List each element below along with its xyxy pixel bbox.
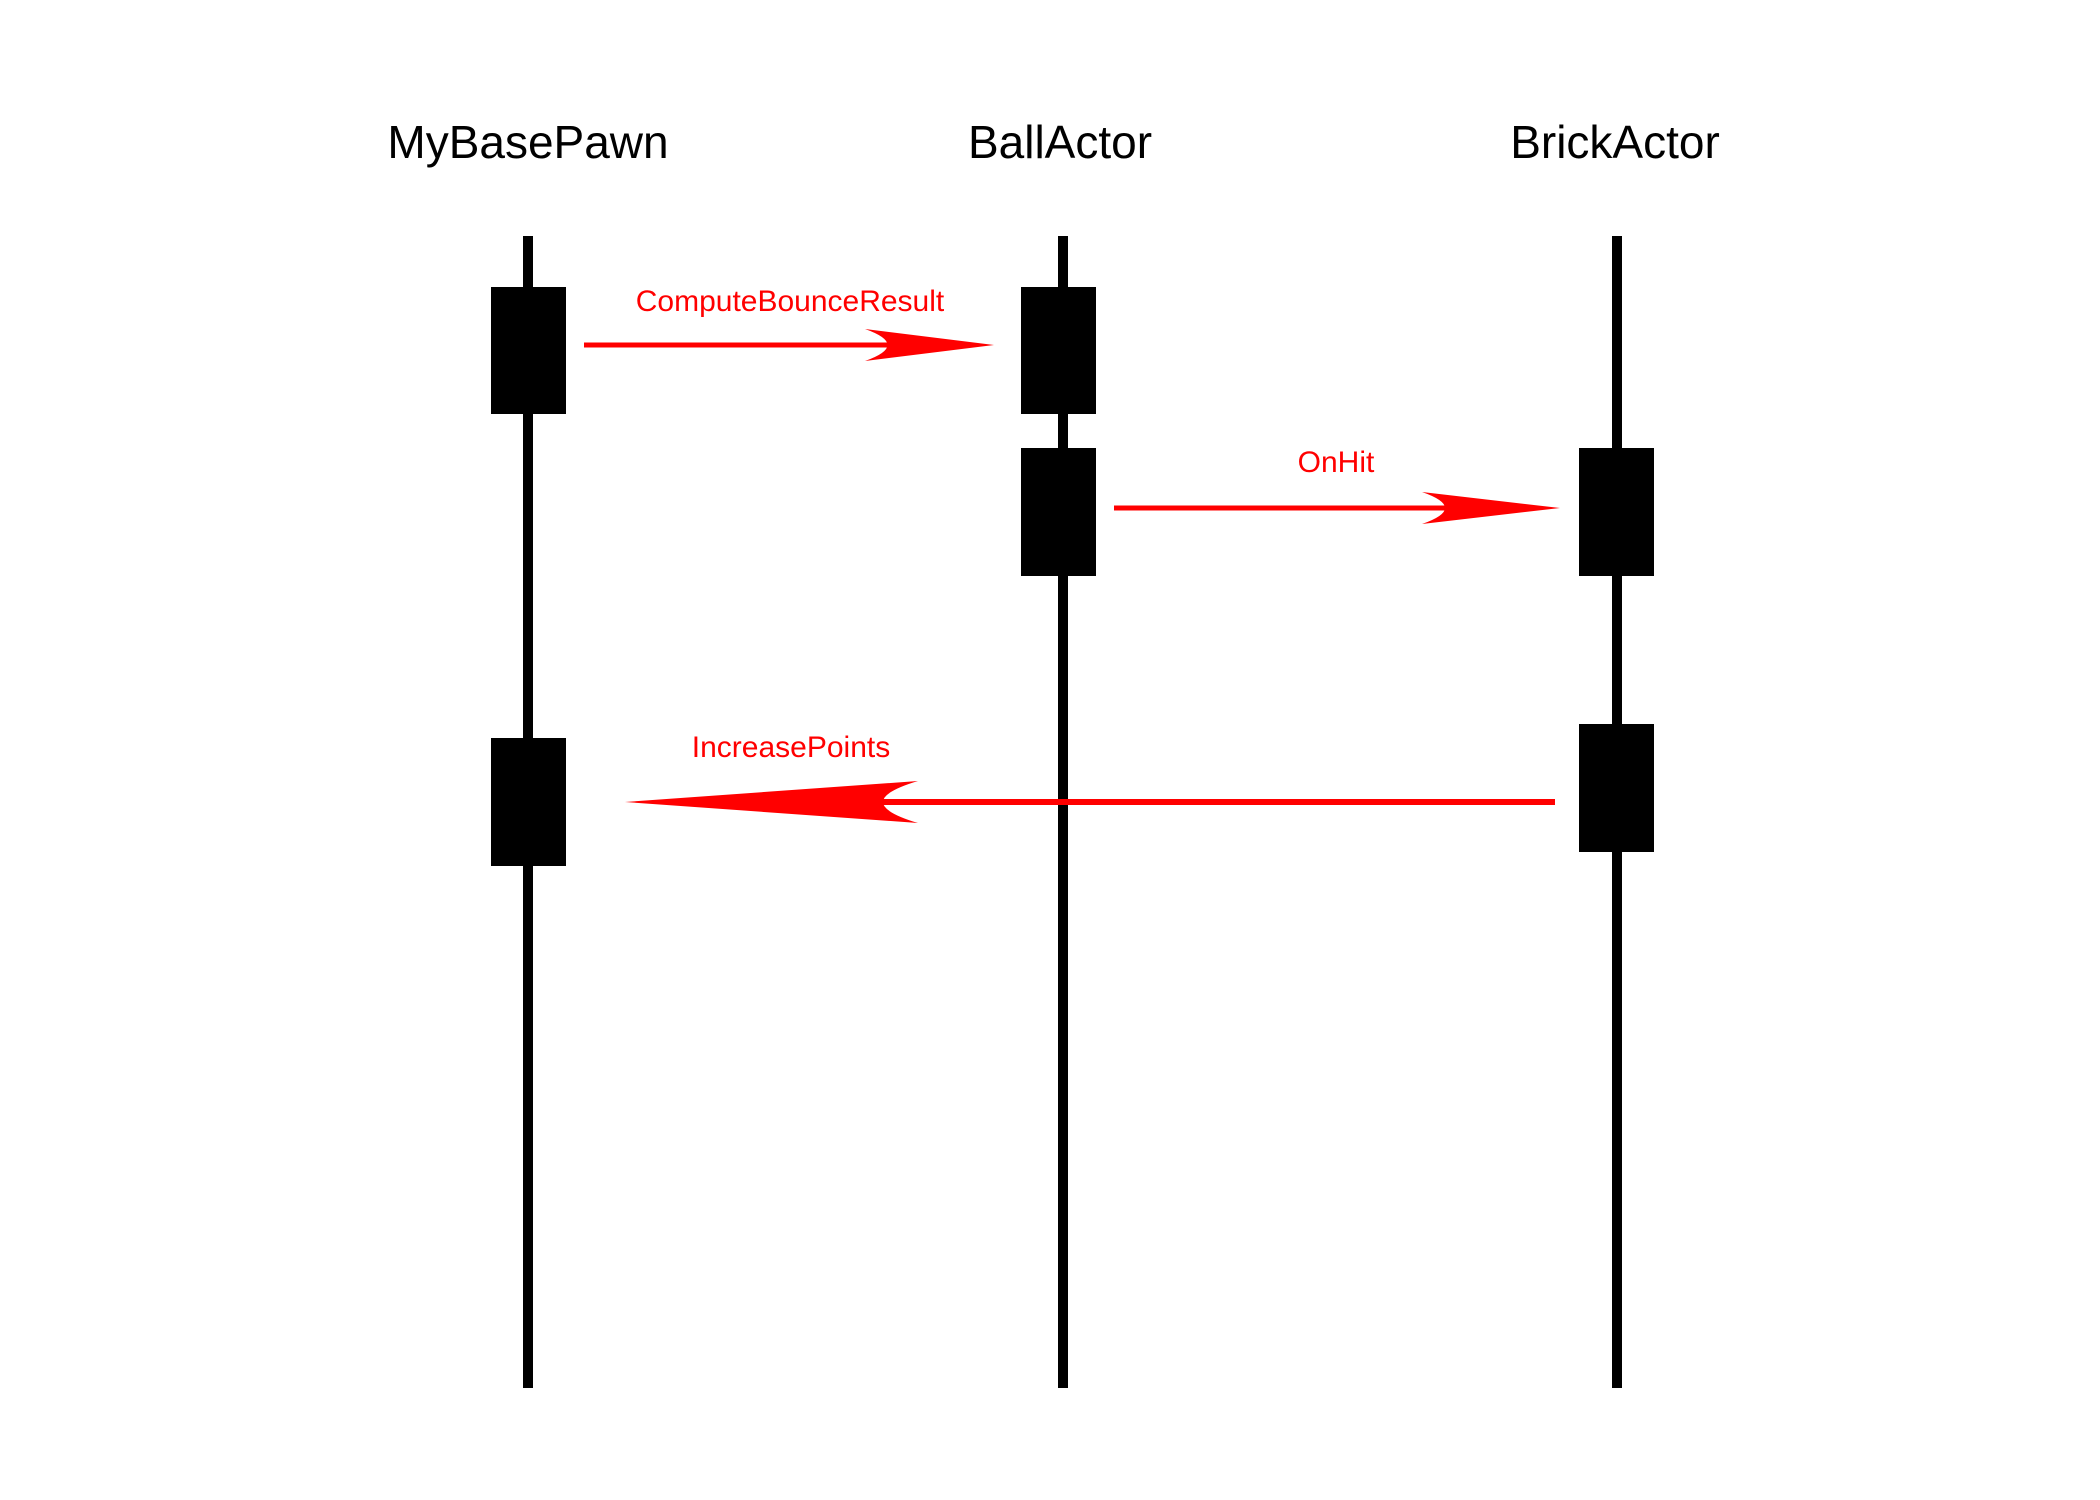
message-label-onhit: OnHit [1298,446,1375,479]
activation-ballactor-2 [1021,448,1096,576]
activation-mybasepawn-2 [491,738,566,866]
activation-brickactor-1 [1579,448,1654,576]
arrowhead-increasepoints [625,781,918,823]
actor-label-ballactor: BallActor [968,116,1152,168]
actor-label-mybasepawn: MyBasePawn [387,116,668,168]
message-label-computebounceresult: ComputeBounceResult [636,285,945,318]
message-label-increasepoints: IncreasePoints [692,731,890,764]
activation-brickactor-2 [1579,724,1654,852]
arrowhead-onhit [1422,492,1560,524]
actor-label-brickactor: BrickActor [1510,116,1720,168]
activation-ballactor-1 [1021,287,1096,414]
activation-mybasepawn-1 [491,287,566,414]
arrowhead-computebounceresult [865,329,994,361]
